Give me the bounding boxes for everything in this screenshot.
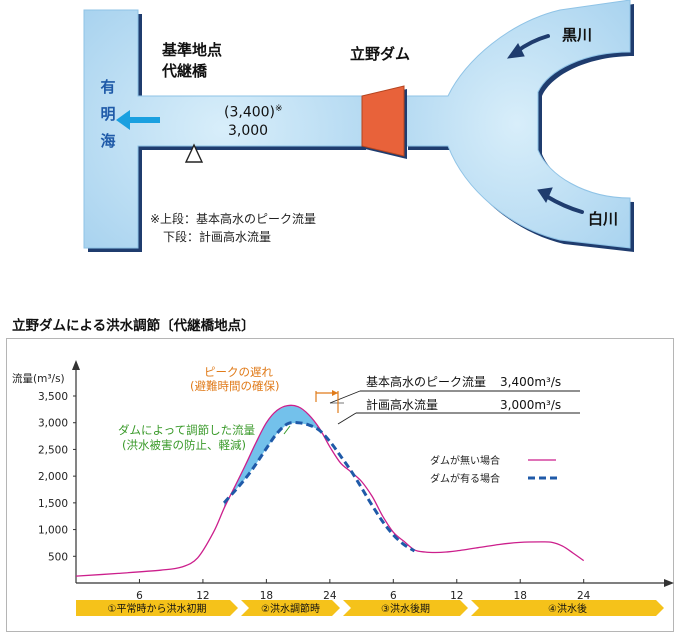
flow-arrow-icon [116,110,160,130]
dam-shape [361,85,405,157]
plan-connector [337,412,357,425]
river-fork-shape [403,0,631,249]
y-ticks: 500 1,000 1,500 2,000 2,500 3,000 3,500 [38,391,76,563]
phase-segment [76,600,238,616]
x-tick-label: 18 [260,590,273,602]
x-tick-label: 12 [196,590,209,602]
river-map [83,0,634,252]
y-tick-label: 1,500 [38,498,68,510]
sea-label-char: 海 [100,132,116,150]
river-label-kurokawa: 黒川 [562,26,593,44]
peak-delay-sub: (避難時間の確保) [190,379,279,393]
station-label: 基準地点 代継橋 [162,40,222,82]
series-line-with-dam [222,420,416,553]
x-tick-label: 24 [323,590,337,602]
regulated-label: ダムによって調節した流量 [118,423,255,437]
phase-label: ④洪水後 [548,602,587,615]
station-marker-icon [184,143,204,163]
basic-peak-value: 3,400m³/s [500,375,561,389]
phase-segment [241,600,340,616]
plan-label: 計画高水流量 [366,397,438,412]
sea-label-char: 明 [100,105,116,123]
x-tick-label: 24 [577,590,591,602]
basic-peak-label: 基本高水のピーク流量 [366,374,486,389]
plan-value: 3,000m³/s [500,398,561,412]
kurokawa-arrow-icon [506,34,550,59]
basic-peak-connector [329,390,361,404]
x-tick-label: 12 [450,590,463,602]
river-label-shirakawa: 白川 [588,210,619,228]
station-label-line: 代継橋 [162,62,208,80]
phase-segment [343,600,468,616]
y-tick-label: 500 [48,551,68,563]
chart-frame [6,338,674,632]
legend-label-no-dam: ダムが無い場合 [430,454,500,467]
flow-plan-value: 3,000 [228,122,269,139]
map-note-line1: ※上段：基本高水のピーク流量 [150,212,317,226]
x-tick-label: 6 [390,590,397,602]
shirakawa-arrow-icon [537,187,584,214]
map-note-line2: 下段：計画高水流量 [163,230,272,244]
section-title: 立野ダムによる洪水調節〔代継橋地点〕 [12,318,255,334]
sea-label: 有 明 海 [96,74,120,155]
y-tick-label: 2,500 [38,444,68,456]
flow-basic-mark: ※ [275,104,283,114]
dam-label: 立野ダム [350,45,411,63]
phase-bar: ①平常時から洪水初期 ②洪水調節時 ③洪水後期 ④洪水後 [76,600,664,616]
peak-delay-arrow-icon [332,390,338,396]
phase-label: ②洪水調節時 [261,602,320,615]
y-tick-label: 1,000 [38,525,68,537]
regulated-leader [283,425,291,435]
x-ticks: 6 12 18 24 6 12 18 24 [136,579,591,602]
flow-basic-value: (3,400) [224,104,276,121]
flow-values: (3,400)※ 3,000 [224,100,283,140]
x-tick-label: 18 [514,590,527,602]
y-axis-label: 流量(m³/s) [12,372,65,385]
phase-label: ①平常時から洪水初期 [108,602,207,615]
regulated-sub: (洪水被害の防止、軽減) [122,438,246,452]
y-tick-label: 3,500 [38,391,68,403]
station-label-line: 基準地点 [162,41,223,59]
regulated-area [224,405,320,509]
y-tick-label: 2,000 [38,471,68,483]
legend: ダムが無い場合 ダムが有る場合 [430,454,560,485]
y-axis-arrow-icon [72,360,80,370]
sea-label-char: 有 [100,78,116,96]
x-tick-label: 6 [136,590,143,602]
phase-segment [471,600,664,616]
peak-delay-label: ピークの遅れ [204,365,273,379]
x-axis-arrow-icon [664,579,674,587]
legend-label-with-dam: ダムが有る場合 [430,472,500,485]
y-tick-label: 3,000 [38,418,68,430]
hydrograph-chart: 流量(m³/s) 500 1,000 1,500 2,000 2,500 3,000 3,5… [12,360,674,616]
map-note: ※上段：基本高水のピーク流量 下段：計画高水流量 [150,210,316,246]
phase-label: ③洪水後期 [381,602,430,615]
